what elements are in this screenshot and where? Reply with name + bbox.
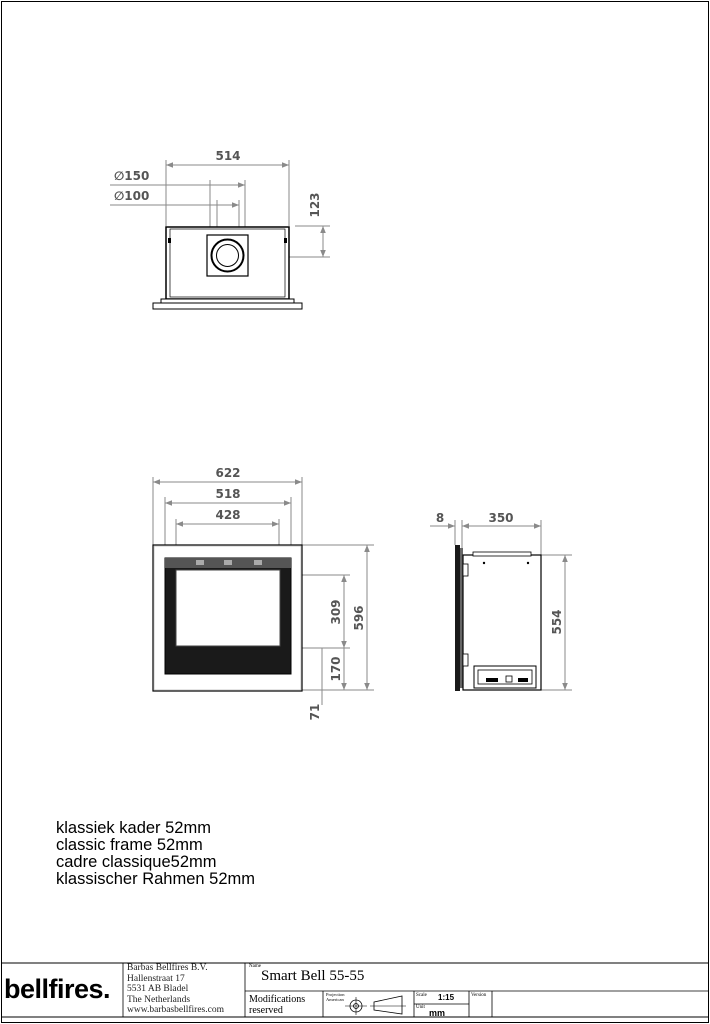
front-view: 622 518 428 309 596 170 71 <box>152 466 374 721</box>
dim-body-height: 554 <box>550 609 564 634</box>
dim-frame-height: 596 <box>352 605 366 630</box>
dim-top-depth: 123 <box>308 192 322 217</box>
drawing-name: Smart Bell 55-55 <box>261 968 365 984</box>
note-english: classic frame 52mm <box>56 836 203 854</box>
version-label: Version <box>471 993 487 998</box>
dim-lower-offset: 170 <box>329 656 343 681</box>
side-view: 8 350 554 <box>430 511 572 691</box>
frame-notes: klassiek kader 52mm classic frame 52mm c… <box>56 820 255 888</box>
dim-body-width: 518 <box>215 487 240 501</box>
note-french: cadre classique52mm <box>56 853 217 871</box>
unit-label: Unit <box>416 1005 425 1010</box>
top-view: 514 ∅150 ∅100 123 <box>110 149 330 310</box>
projection-label: Projection American <box>326 992 345 1002</box>
dim-body-depth: 350 <box>488 511 513 525</box>
dim-top-width: 514 <box>215 149 240 163</box>
note-dutch: klassiek kader 52mm <box>56 819 211 837</box>
title-block <box>2 962 708 1018</box>
address-line: Barbas Bellfires B.V. <box>127 963 208 973</box>
company-address: Barbas Bellfires B.V. Hallenstraat 17 55… <box>127 963 224 1016</box>
dim-frame-width: 622 <box>215 466 240 480</box>
address-line: 5531 AB Bladel <box>127 984 189 995</box>
flue-outer <box>210 238 245 273</box>
address-line: Hallenstraat 17 <box>127 973 185 984</box>
name-label: Name <box>249 964 261 969</box>
projection-symbol <box>345 995 406 1015</box>
flue-collar <box>206 234 249 277</box>
dim-flue-outer: ∅150 <box>114 169 149 183</box>
flue-inner <box>216 244 239 267</box>
dim-glass-height: 309 <box>329 599 343 624</box>
scale-value: 1:15 <box>438 993 455 1002</box>
dim-bottom-offset: 71 <box>308 704 322 721</box>
company-logo: bellfires. <box>4 974 111 1004</box>
website-link[interactable]: www.barbasbellfires.com <box>127 1005 224 1016</box>
note-german: klassischer Rahmen 52mm <box>56 870 255 888</box>
scale-label: Scale <box>416 993 427 998</box>
dim-flue-inner: ∅100 <box>114 189 149 203</box>
dim-glass-width: 428 <box>215 508 240 522</box>
unit-value: mm <box>429 1008 446 1018</box>
address-line: The Netherlands <box>127 994 191 1005</box>
modifications-note: Modifications reserved <box>249 994 306 1016</box>
dim-frame-depth: 8 <box>436 511 444 525</box>
